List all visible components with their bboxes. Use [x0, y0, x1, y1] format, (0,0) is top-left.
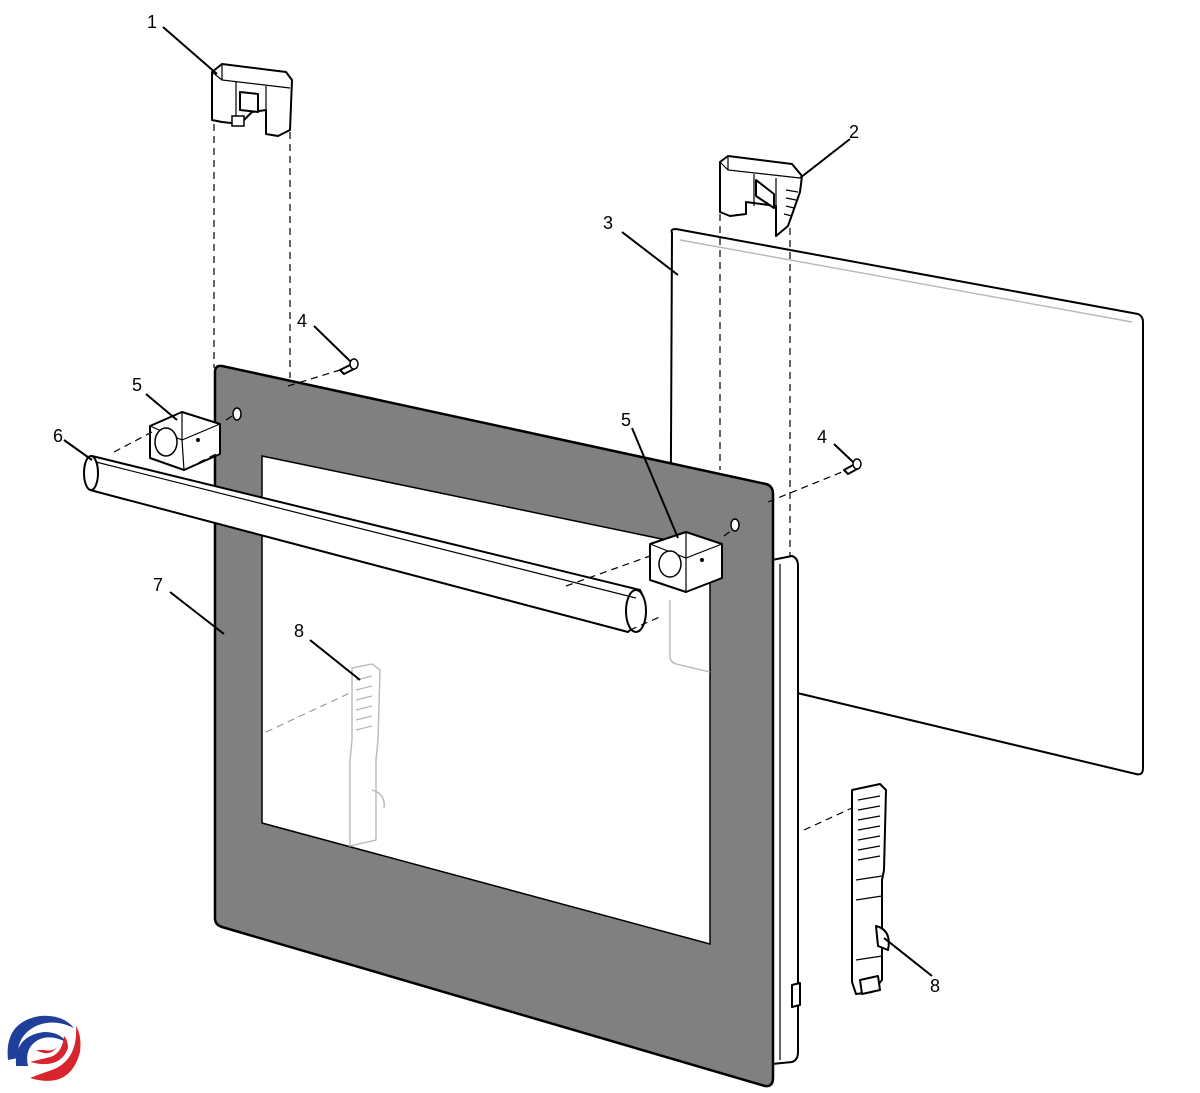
callout-leaders: [63, 26, 933, 977]
door-side-frame: [771, 555, 801, 1065]
handle-end-cap-left: [149, 411, 221, 471]
callout-8-ghost: 8: [294, 621, 304, 641]
handle-end-cap-right: [649, 531, 723, 593]
top-clip-right: [719, 155, 803, 237]
callout-3: 3: [603, 213, 613, 233]
screw-top: [339, 358, 359, 375]
screw-right: [843, 458, 862, 475]
handle-bar: [83, 455, 647, 633]
callout-4-right: 4: [817, 427, 827, 447]
top-clip-left: [211, 63, 293, 137]
callout-2: 2: [849, 122, 859, 142]
callout-6: 6: [53, 426, 63, 446]
callout-1: 1: [147, 12, 157, 32]
callout-5-right: 5: [621, 410, 631, 430]
callout-4-top: 4: [297, 311, 307, 331]
door-hinge: [851, 783, 890, 995]
callout-7: 7: [153, 575, 163, 595]
callout-labels: 1 2 3 4 4 5 5 6 7 8 8: [53, 12, 940, 996]
callout-5-left: 5: [132, 375, 142, 395]
assembly-lines: [113, 124, 853, 831]
hinge-ghost: [265, 663, 385, 847]
brand-swirl-logo: [4, 1014, 81, 1090]
outer-door-panel: [213, 364, 775, 1088]
callout-8-hinge: 8: [930, 976, 940, 996]
